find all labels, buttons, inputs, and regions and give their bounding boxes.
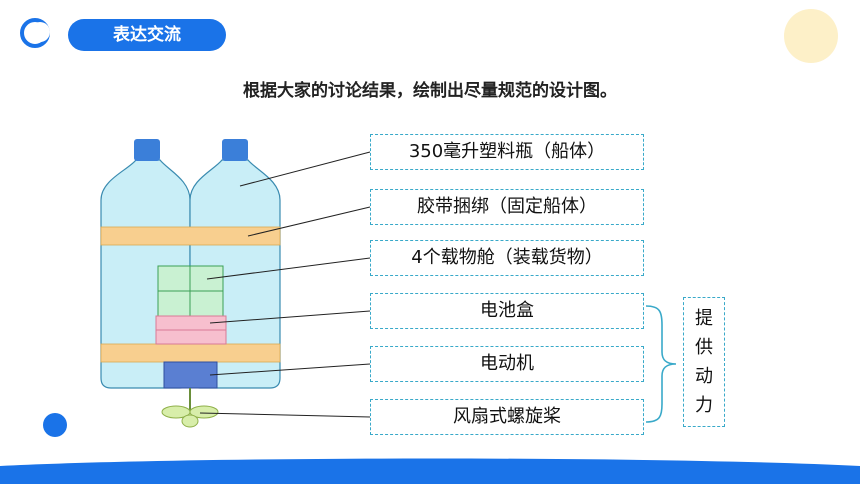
power-char: 力: [695, 395, 713, 416]
left-bottle-cap: [134, 139, 160, 161]
bottom-left-dot: [43, 413, 67, 437]
leader-line-cargo: [206, 257, 371, 280]
power-char: 动: [695, 366, 713, 387]
right-bottle-cap: [222, 139, 248, 161]
leader-line-tape: [247, 206, 371, 237]
label-propeller: 风扇式螺旋桨: [370, 399, 644, 435]
leader-line-bottle: [239, 151, 371, 187]
label-bottle: 350毫升塑料瓶（船体）: [370, 134, 644, 170]
label-cargo: 4个载物舱（装载货物）: [370, 240, 644, 276]
leader-line-battery: [209, 310, 371, 324]
label-battery: 电池盒: [370, 293, 644, 329]
leader-line-motor: [209, 363, 371, 376]
motor: [163, 361, 218, 389]
top-right-circle: [784, 9, 838, 63]
label-tape: 胶带捆绑（固定船体）: [370, 189, 644, 225]
power-label: 提 供 动 力: [683, 297, 725, 427]
tape-band-bottom: [100, 343, 281, 363]
instruction-text: 根据大家的讨论结果，绘制出尽量规范的设计图。: [243, 81, 617, 101]
power-char: 提: [695, 308, 713, 329]
propeller-blade-right: [189, 405, 219, 419]
tape-band-top: [100, 226, 281, 246]
top-left-dot: [30, 22, 50, 42]
section-tag: 表达交流: [68, 19, 226, 51]
leader-line-propeller: [199, 412, 371, 418]
propeller-blade-bottom: [181, 414, 199, 428]
label-motor: 电动机: [370, 346, 644, 382]
bottom-wave: [0, 458, 860, 484]
power-brace: [645, 305, 677, 423]
power-char: 供: [695, 337, 713, 358]
